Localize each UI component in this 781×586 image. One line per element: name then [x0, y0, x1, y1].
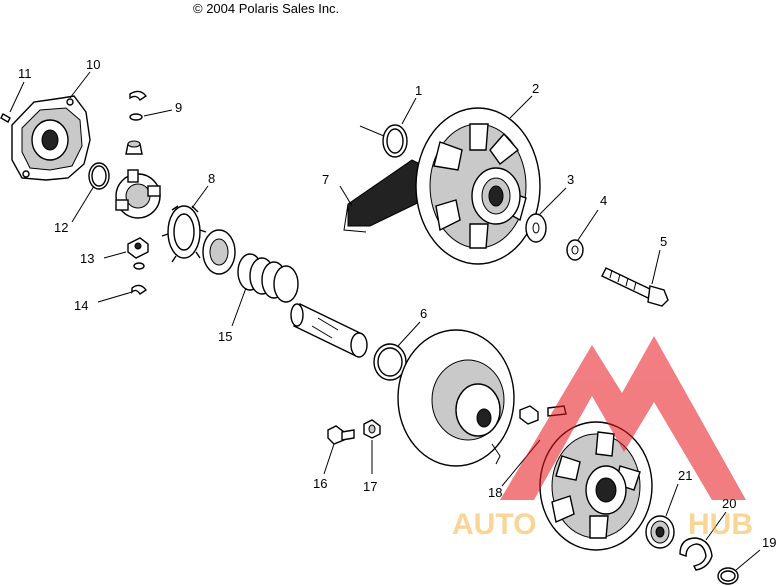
watermark-logo: AUTO HUB: [452, 336, 753, 541]
callout-14: 14: [74, 298, 88, 313]
callout-19: 19: [762, 535, 776, 550]
callout-18: 18: [488, 485, 502, 500]
callout-3: 3: [567, 172, 574, 187]
spider-hub-assembly: [115, 169, 161, 219]
callout-21: 21: [678, 468, 692, 483]
part-4-washer: [566, 209, 599, 261]
part-9-clip-washers: [125, 90, 173, 155]
callout-6: 6: [420, 306, 427, 321]
part-17-nut: [363, 419, 381, 474]
callout-11: 11: [18, 66, 32, 81]
watermark-text-left: AUTO: [452, 508, 536, 541]
fixed-sheave: [397, 329, 515, 467]
part-6-o-ring: [373, 321, 421, 381]
part-5-bolt: [601, 249, 669, 307]
callout-8: 8: [208, 171, 215, 186]
part-14-clips: [97, 262, 148, 303]
callout-12: 12: [54, 220, 68, 235]
callout-16: 16: [313, 476, 327, 491]
ratchet-disc: [202, 229, 236, 275]
callout-4: 4: [600, 193, 607, 208]
cover-sheave: [539, 421, 653, 551]
part-13-nut: [103, 237, 149, 259]
callout-15: 15: [218, 329, 232, 344]
part-2-moveable-sheave: [415, 95, 541, 265]
watermark-triangle-icon: [500, 336, 746, 500]
callout-7: 7: [322, 172, 329, 187]
callout-10: 10: [86, 57, 100, 72]
part-12-ring: [71, 162, 110, 223]
part-20-snap-ring: [679, 511, 727, 571]
callout-2: 2: [532, 81, 539, 96]
part-3-washer: [525, 187, 567, 243]
callout-13: 13: [80, 251, 94, 266]
part-11-clip: [0, 81, 25, 123]
part-1-bushing: [359, 97, 417, 158]
part-16-bolt: [323, 425, 355, 475]
part-19-ring: [717, 549, 761, 585]
part-10-cover-housing: [11, 71, 91, 181]
copyright-text: © 2004 Polaris Sales Inc.: [193, 1, 339, 16]
shaft: [290, 303, 368, 358]
part-21-bearing: [645, 483, 679, 549]
callout-9: 9: [175, 100, 182, 115]
callout-labels: 1 2 3 4 5 6 7 8 9 10 11 12 13 14 15 16 1…: [18, 57, 776, 550]
callout-17: 17: [363, 479, 377, 494]
watermark-text-right: HUB: [688, 508, 753, 541]
part-8-gear-ring: [161, 185, 209, 263]
callout-1: 1: [415, 83, 422, 98]
callout-5: 5: [660, 234, 667, 249]
part-15-spring: [231, 253, 299, 327]
